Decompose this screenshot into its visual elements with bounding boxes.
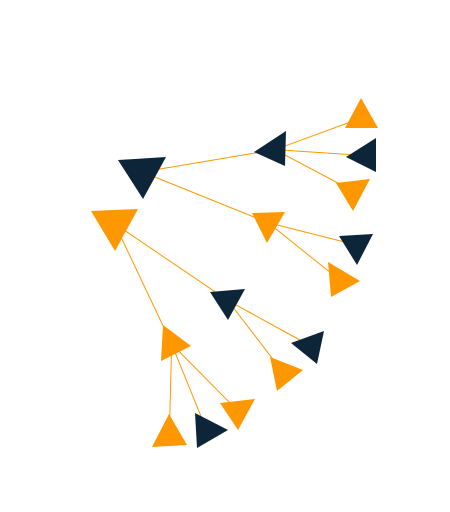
- edge-n1-n2: [142, 149, 276, 173]
- edge-n13-n14: [171, 343, 239, 412]
- node-n15-orange-triangle: [152, 414, 187, 447]
- node-n8-orange-triangle: [328, 262, 360, 297]
- edge-n9-n13: [114, 223, 173, 345]
- edge-n1-n6: [142, 171, 269, 224]
- edge-n10-n11: [227, 299, 311, 347]
- node-n10-navy-triangle: [210, 289, 245, 320]
- nodes-layer: [91, 98, 378, 448]
- node-n1-navy-triangle: [118, 157, 166, 199]
- edge-n6-n7: [267, 222, 357, 246]
- node-n9-orange-triangle: [91, 209, 138, 251]
- node-n5-orange-triangle: [336, 179, 370, 211]
- edge-n13-n16: [171, 343, 208, 431]
- node-n13-orange-triangle: [161, 325, 191, 361]
- node-n2-navy-triangle: [254, 131, 286, 166]
- node-n7-navy-triangle: [339, 234, 373, 265]
- node-n6-orange-triangle: [252, 212, 285, 243]
- node-n4-navy-triangle: [346, 138, 376, 172]
- edge-n2-n3: [274, 117, 362, 151]
- node-n12-orange-triangle: [270, 357, 303, 391]
- edge-n6-n8: [267, 222, 340, 281]
- edge-n9-n10: [114, 223, 228, 301]
- node-n14-orange-triangle: [220, 399, 255, 430]
- node-n16-navy-triangle: [195, 413, 228, 448]
- node-n11-navy-triangle: [291, 331, 324, 364]
- node-n3-orange-triangle: [345, 98, 378, 128]
